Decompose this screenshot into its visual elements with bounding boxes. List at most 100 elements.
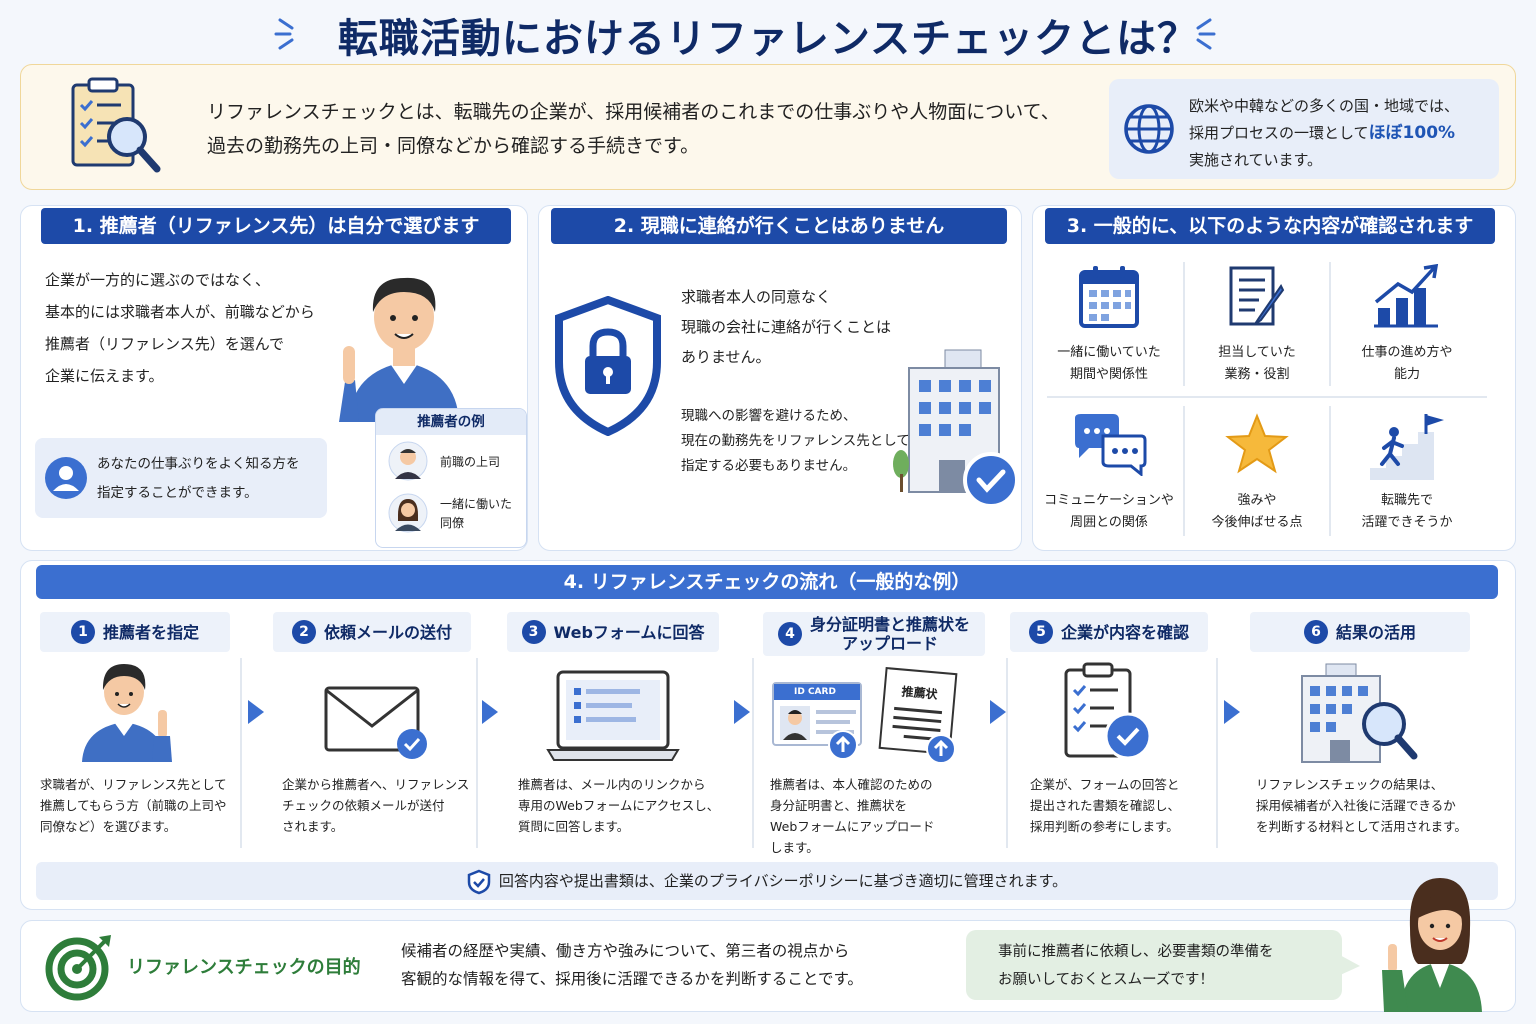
privacy-note-text: 回答内容や提出書類は、企業のプライバシーポリシーに基づき適切に管理されます。 (498, 872, 1068, 890)
intro-box: リファレンスチェックとは、転職先の企業が、採用候補者のこれまでの仕事ぶりや人物面… (20, 64, 1516, 190)
flow-arrow (248, 700, 264, 724)
step-1-head: 1 推薦者を指定 (40, 612, 230, 652)
check-item-communication: コミュニケーションや 周囲との関係 (1039, 412, 1179, 534)
stairs-flag-icon (1370, 414, 1444, 480)
intro-side-line-3: 実施されています。 (1189, 151, 1323, 169)
section-1-note-line: 指定することができます。 (97, 485, 258, 501)
step-desc-line: 採用候補者が入社後に活躍できるか (1256, 798, 1456, 813)
step-desc-line: 採用判断の参考にします。 (1030, 819, 1179, 834)
email-envelope-icon (324, 686, 427, 759)
intro-line-1: リファレンスチェックとは、転職先の企業が、採用候補者のこれまでの仕事ぶりや人物面… (207, 101, 1060, 123)
speech-tail (1338, 954, 1360, 976)
check-item-label: 能力 (1393, 367, 1420, 382)
building-search-icon (1301, 663, 1418, 763)
step-title: アップロード (841, 634, 938, 653)
tip-line: 事前に推薦者に依頼し、必要書類の準備を (998, 944, 1274, 960)
example-card-title: 推薦者の例 (376, 409, 526, 435)
check-item-ability: 仕事の進め方や 能力 (1337, 263, 1477, 386)
step-desc-line: 専用のWebフォームにアクセスし、 (518, 798, 720, 813)
section-1-line: 基本的には求職者本人が、前職などから (45, 303, 315, 321)
growth-chart-icon (1374, 263, 1439, 328)
step-desc-line: 同僚など）を選びます。 (40, 819, 177, 834)
step-title: 推薦者を指定 (102, 622, 199, 642)
intro-text: リファレンスチェックとは、転職先の企業が、採用候補者のこれまでの仕事ぶりや人物面… (207, 95, 1087, 163)
upload-icon (926, 734, 956, 764)
id-photo (780, 706, 810, 740)
purpose-line: 候補者の経歴や実績、働き方や強みについて、第三者の視点から (401, 942, 850, 960)
step-desc-line: されます。 (282, 819, 344, 834)
office-building-check-icon (893, 349, 1019, 508)
step-number: 1 (70, 620, 95, 644)
intro-side-line-2: 採用プロセスの一環として (1189, 124, 1369, 142)
section-1-panel: 1. 推薦者（リファレンス先）は自分で選びます 企業が一方的に選ぶのではなく、 … (20, 205, 528, 551)
section-2-panel: 2. 現職に連絡が行くことはありません 求職者本人の同意なく 現職の会社に連絡が… (538, 205, 1022, 551)
step-number: 5 (1028, 620, 1053, 644)
step-desc-line: 推薦してもらう方（前職の上司や (40, 798, 227, 813)
step-title: 結果の活用 (1335, 622, 1416, 642)
step-title: 依頼メールの送付 (323, 622, 452, 642)
colleague-avatar (388, 493, 428, 533)
section-2-line: 求職者本人の同意なく (681, 288, 832, 306)
tip-speech-bubble: 事前に推薦者に依頼し、必要書類の準備を お願いしておくとスムーズです！ (966, 930, 1342, 1000)
woman-advisor-illustration (1382, 878, 1482, 1012)
step-desc-line: 企業から推薦者へ、リファレンス (282, 777, 470, 792)
step-desc-line: 求職者が、リファレンス先として (40, 777, 227, 792)
intro-line-2: 過去の勤務先の上司・同僚などから確認する手続きです。 (207, 135, 700, 157)
chat-bubbles-icon (1075, 414, 1147, 478)
check-item-label: 担当していた (1218, 345, 1296, 360)
flow-arrow (1224, 700, 1240, 724)
sparkle-right-icon (1196, 18, 1216, 50)
step-desc-line: Webフォームにアップロード (770, 819, 935, 834)
job-seeker-illustration (82, 664, 172, 762)
step-number: 3 (521, 620, 546, 644)
example-colleague-label: 一緒に働いた (440, 497, 513, 511)
section-2-sub-line: 現在の勤務先をリファレンス先として (681, 433, 910, 449)
page-title: 転職活動におけるリファレンスチェックとは？ (337, 16, 1199, 62)
shield-lock-icon (555, 296, 661, 436)
check-item-label: 今後伸ばせる点 (1211, 515, 1303, 530)
step-number: 4 (777, 622, 802, 646)
shield-check-icon (467, 869, 491, 894)
section-2-line: ありません。 (681, 348, 771, 366)
tip-line: お願いしておくとスムーズです！ (998, 972, 1214, 988)
flow-heading: 4. リファレンスチェックの流れ（一般的な例） (36, 565, 1498, 599)
clipboard-check-icon (1064, 662, 1152, 760)
step-desc-line: 推薦者は、本人確認のための (770, 777, 933, 792)
step-desc-line: を判断する材料として活用されます。 (1256, 819, 1467, 834)
globe-icon (1124, 104, 1174, 154)
document-pen-icon (1229, 266, 1285, 326)
section-2-sub-line: 指定する必要もありません。 (681, 458, 857, 474)
check-item-success: 転職先で 活躍できそうか (1337, 412, 1477, 534)
step-desc-line: リファレンスチェックの結果は、 (1256, 777, 1444, 792)
step-desc-line: 企業が、フォームの回答と (1030, 777, 1180, 792)
boss-avatar (388, 441, 428, 481)
user-avatar-icon (45, 457, 87, 499)
section-1-line: 推薦者（リファレンス先）を選んで (45, 335, 284, 353)
step-desc-line: 提出された書類を確認し、 (1030, 798, 1181, 813)
intro-side-highlight: ほぼ100% (1368, 123, 1456, 143)
check-item-label: 活躍できそうか (1361, 515, 1453, 530)
section-3-heading: 3. 一般的に、以下のような内容が確認されます (1045, 208, 1495, 244)
letter-label: 推薦状 (901, 684, 939, 702)
example-boss-label: 前職の上司 (440, 455, 501, 469)
check-item-label: 一緒に働いていた (1057, 345, 1161, 360)
check-item-label: 強みや (1237, 493, 1277, 508)
check-item-label: 仕事の進め方や (1361, 345, 1453, 360)
purpose-line: 客観的な情報を得て、採用後に活躍できるかを判断することです。 (401, 970, 863, 988)
target-icon (45, 935, 111, 1001)
purpose-title: リファレンスチェックの目的 (127, 957, 361, 978)
example-colleague-label: 同僚 (440, 516, 465, 530)
id-card-label: ID CARD (774, 684, 860, 700)
step-desc-line: 推薦者は、メール内のリンクから (518, 777, 706, 792)
step-title: Webフォームに回答 (553, 622, 705, 642)
intro-side-note: 欧米や中韓などの多くの国・地域では、 採用プロセスの一環としてほぼ100% 実施… (1109, 79, 1499, 179)
check-item-period: 一緒に働いていた 期間や関係性 (1039, 264, 1179, 386)
step-desc-line: します。 (770, 840, 819, 855)
section-2-heading: 2. 現職に連絡が行くことはありません (551, 208, 1007, 244)
recommender-example-card: 推薦者の例 前職の上司 一緒に働いた 同僚 (375, 408, 527, 548)
sparkle-left-icon (274, 18, 294, 50)
